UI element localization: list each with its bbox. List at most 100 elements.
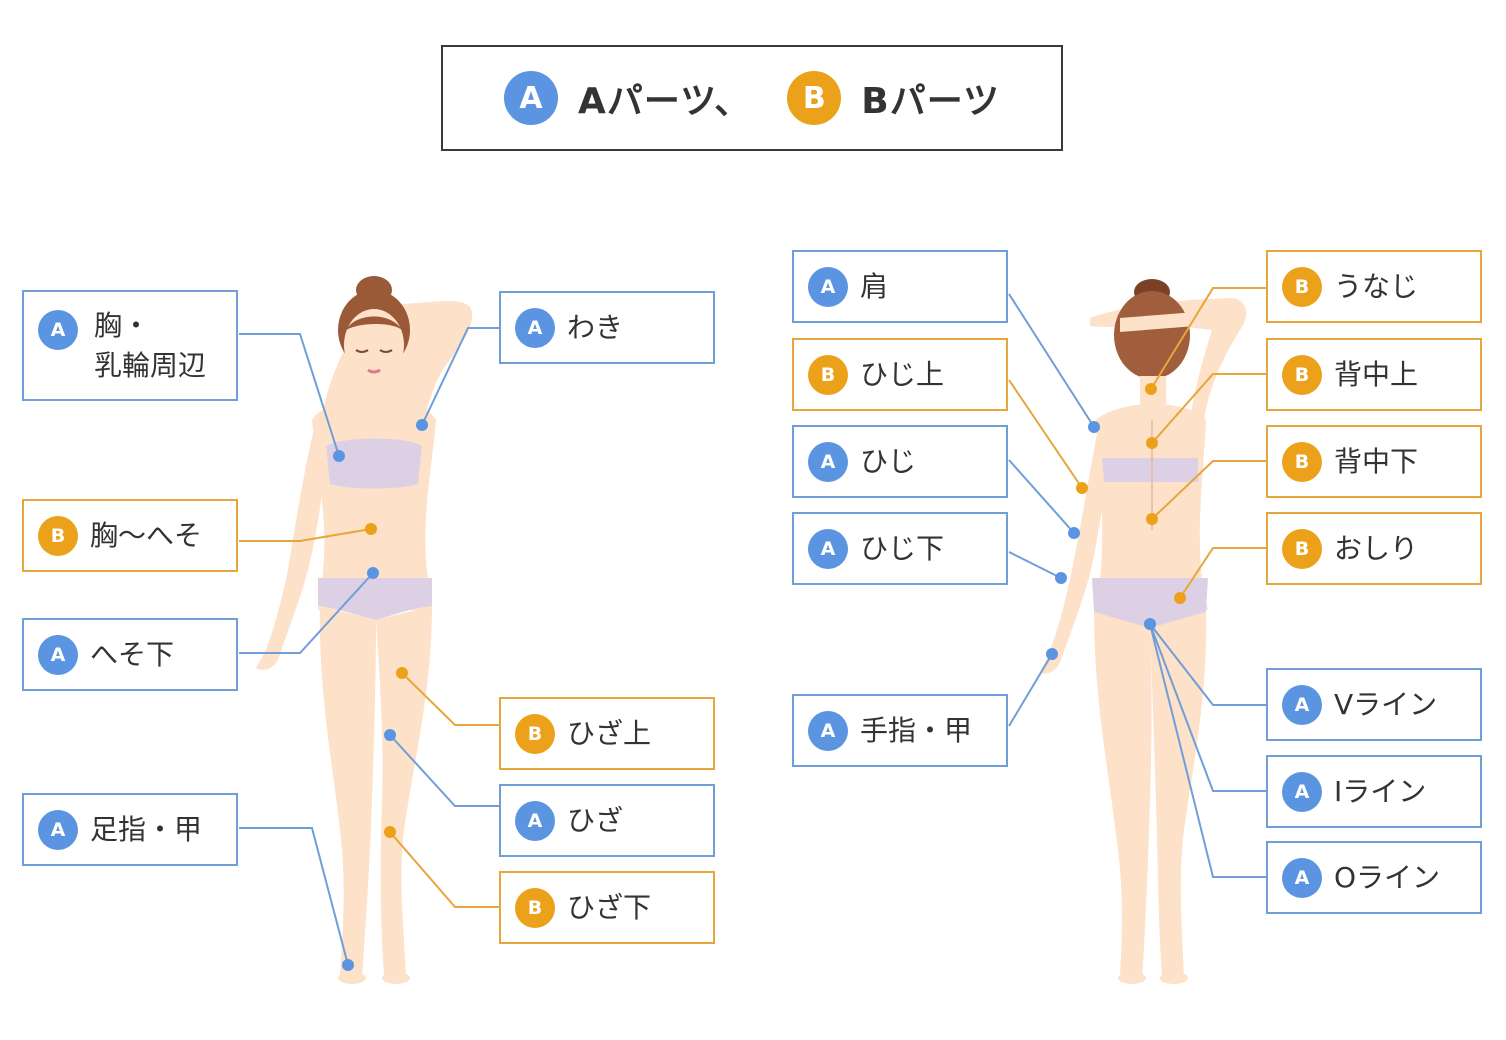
label-upper-back: B 背中上: [1266, 338, 1482, 411]
front-figure: [256, 276, 473, 984]
connector-buttocks: [1179, 547, 1267, 599]
connector-above-knee: [401, 672, 500, 726]
connector-nape: [1150, 287, 1267, 390]
connector-elbow: [1008, 459, 1075, 534]
connector-fingers: [1008, 653, 1053, 727]
label-buttocks-badge: B: [1282, 528, 1322, 569]
label-armpit-badge: A: [515, 307, 555, 348]
connector-shoulder: [1008, 293, 1095, 428]
legend-b: B Bパーツ: [787, 71, 1000, 125]
label-below-navel-text: へそ下: [90, 637, 175, 671]
label-upper-back-badge: B: [1282, 354, 1322, 395]
label-toes: A 足指・甲: [22, 793, 238, 866]
dot-below-navel: [367, 567, 379, 579]
label-knee-text: ひざ: [567, 803, 624, 837]
label-chest-line1: 胸・: [94, 309, 151, 342]
connector-toes: [239, 827, 349, 966]
label-toes-badge: A: [38, 809, 78, 850]
connector-below-elbow: [1008, 551, 1062, 579]
connector-below-navel: [239, 572, 374, 654]
dot-above-knee: [396, 667, 408, 679]
label-lower-back-text: 背中下: [1334, 444, 1419, 478]
label-knee-badge: A: [515, 800, 555, 841]
connector-armpit: [421, 327, 500, 426]
connector-v-line: [1149, 623, 1267, 706]
label-chest-navel-text: 胸～へそ: [90, 518, 203, 552]
label-buttocks-text: おしり: [1334, 531, 1419, 565]
label-below-elbow-text: ひじ下: [860, 531, 945, 565]
label-lower-back-badge: B: [1282, 441, 1322, 482]
dot-shoulder: [1088, 421, 1100, 433]
label-nape-badge: B: [1282, 266, 1322, 307]
label-below-knee-text: ひざ下: [567, 890, 652, 924]
connector-chest: [239, 333, 340, 457]
label-above-elbow: B ひじ上: [792, 338, 1008, 411]
legend-a: A Aパーツ、: [504, 71, 751, 125]
label-i-line-text: Iライン: [1334, 774, 1427, 808]
dot-vio: [1144, 618, 1156, 630]
label-fingers: A 手指・甲: [792, 694, 1008, 767]
back-figure: [1040, 279, 1247, 984]
label-nape: B うなじ: [1266, 250, 1482, 323]
label-below-navel-badge: A: [38, 634, 78, 675]
dot-fingers: [1046, 648, 1058, 660]
label-v-line-text: Vライン: [1334, 687, 1438, 721]
dot-below-knee: [384, 826, 396, 838]
connector-o-line: [1149, 623, 1267, 878]
connector-above-elbow: [1008, 379, 1083, 489]
label-above-elbow-text: ひじ上: [860, 357, 945, 391]
label-fingers-badge: A: [808, 710, 848, 751]
label-elbow: A ひじ: [792, 425, 1008, 498]
label-toes-text: 足指・甲: [90, 812, 203, 846]
label-buttocks: B おしり: [1266, 512, 1482, 585]
label-below-knee: B ひざ下: [499, 871, 715, 944]
label-elbow-text: ひじ: [860, 444, 917, 478]
label-i-line-badge: A: [1282, 771, 1322, 812]
label-lower-back: B 背中下: [1266, 425, 1482, 498]
label-chest-badge: A: [38, 310, 78, 350]
dot-knee: [384, 729, 396, 741]
label-i-line: A Iライン: [1266, 755, 1482, 828]
label-nape-text: うなじ: [1334, 269, 1419, 303]
dot-armpit: [416, 419, 428, 431]
label-below-navel: A へそ下: [22, 618, 238, 691]
connector-below-knee: [389, 831, 500, 908]
connector-i-line: [1149, 623, 1267, 792]
legend-a-text: Aパーツ、: [578, 81, 752, 122]
dot-toes: [342, 959, 354, 971]
connector-upper-back: [1151, 373, 1267, 444]
label-shoulder: A 肩: [792, 250, 1008, 323]
label-o-line-badge: A: [1282, 857, 1322, 898]
dot-elbow: [1068, 527, 1080, 539]
legend-a-badge: A: [504, 71, 558, 125]
label-armpit: A わき: [499, 291, 715, 364]
label-below-knee-badge: B: [515, 887, 555, 928]
dot-above-elbow: [1076, 482, 1088, 494]
legend-box: A Aパーツ、 B Bパーツ: [441, 45, 1063, 151]
label-above-knee-text: ひざ上: [567, 716, 652, 750]
label-above-knee: B ひざ上: [499, 697, 715, 770]
label-shoulder-text: 肩: [860, 269, 889, 303]
label-v-line: A Vライン: [1266, 668, 1482, 741]
legend-b-badge: B: [787, 71, 842, 125]
label-o-line-text: Oライン: [1334, 860, 1441, 894]
dot-nape: [1145, 383, 1157, 395]
label-below-elbow: A ひじ下: [792, 512, 1008, 585]
label-elbow-badge: A: [808, 441, 848, 482]
label-chest-navel: B 胸～へそ: [22, 499, 238, 572]
dot-chest-navel: [365, 523, 377, 535]
label-armpit-text: わき: [567, 310, 624, 344]
label-v-line-badge: A: [1282, 684, 1322, 725]
label-chest-line2: 乳輪周辺: [94, 349, 207, 382]
label-chest-navel-badge: B: [38, 515, 78, 556]
connector-chest-navel: [239, 528, 372, 542]
legend-b-text: Bパーツ: [861, 81, 1000, 122]
connector-lower-back: [1151, 460, 1267, 520]
label-below-elbow-badge: A: [808, 528, 848, 569]
label-upper-back-text: 背中上: [1334, 357, 1419, 391]
label-knee: A ひざ: [499, 784, 715, 857]
label-chest: A 胸・ 乳輪周辺: [22, 290, 238, 401]
connector-knee: [389, 734, 500, 807]
label-fingers-text: 手指・甲: [860, 713, 973, 747]
